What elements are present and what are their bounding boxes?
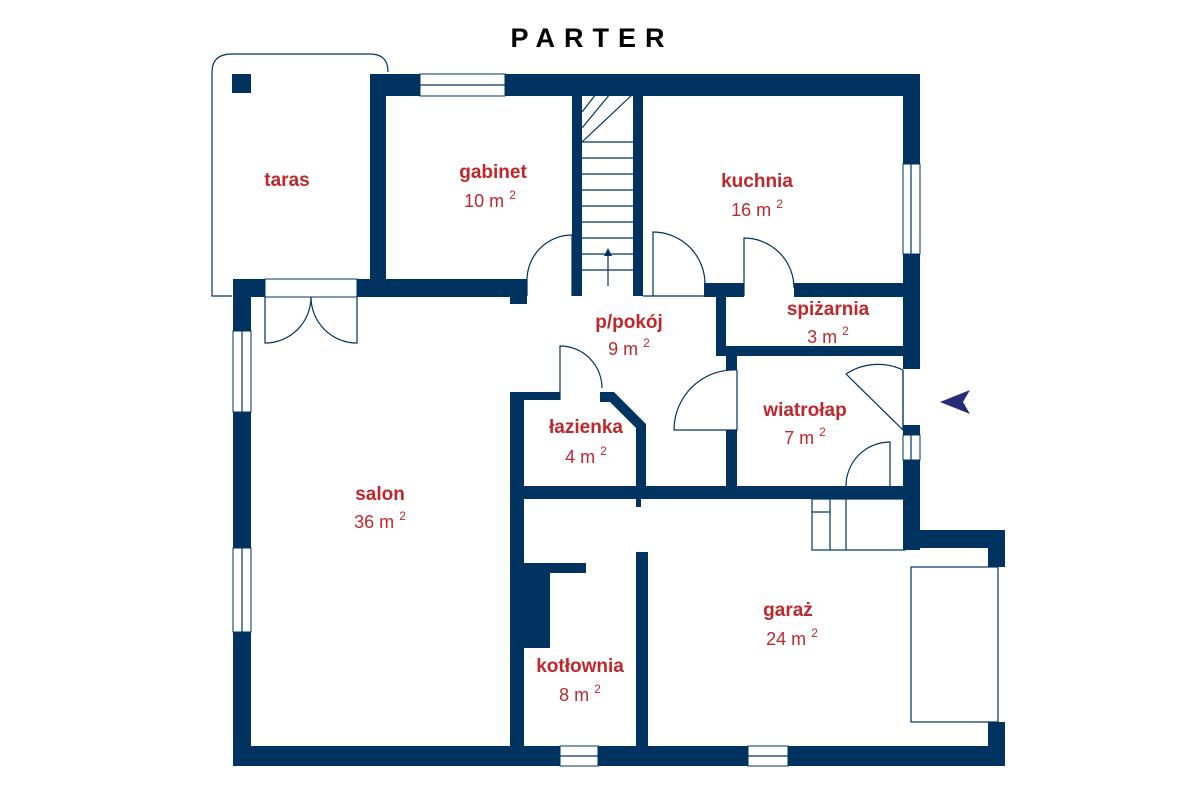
room-salon: salon 36 m 2 — [354, 484, 406, 532]
svg-text:10 m 2: 10 m 2 — [464, 188, 516, 211]
room-gabinet: gabinet 10 m 2 — [459, 162, 527, 211]
walls — [233, 74, 1005, 766]
stairs — [581, 93, 634, 286]
room-kuchnia: kuchnia 16 m 2 — [721, 171, 793, 220]
svg-text:kuchnia: kuchnia — [721, 171, 793, 192]
door-terrace — [264, 278, 358, 344]
svg-text:salon: salon — [355, 484, 405, 505]
room-garaz: garaż 24 m 2 — [763, 600, 818, 649]
svg-text:kotłownia: kotłownia — [536, 656, 624, 677]
terrace — [211, 53, 389, 297]
svg-text:wiatrołap: wiatrołap — [762, 400, 846, 421]
door-gabinet — [526, 234, 573, 296]
door-garaz-inner — [845, 441, 891, 487]
svg-text:garaż: garaż — [763, 600, 813, 621]
door-spizarnia — [743, 237, 795, 296]
svg-text:spiżarnia: spiżarnia — [787, 299, 870, 320]
entrance-arrow-icon — [940, 390, 970, 414]
room-wiatrolap: wiatrołap 7 m 2 — [762, 400, 846, 448]
room-taras: taras — [264, 170, 309, 191]
garage-gate — [910, 566, 999, 723]
svg-text:taras: taras — [264, 170, 309, 191]
terrace-pillar — [232, 74, 251, 93]
page-title: PARTER — [510, 23, 673, 53]
garage-steps — [811, 498, 906, 551]
svg-text:gabinet: gabinet — [459, 162, 527, 183]
svg-text:36 m 2: 36 m 2 — [354, 509, 406, 532]
svg-text:p/pokój: p/pokój — [595, 312, 663, 333]
svg-text:łazienka: łazienka — [549, 417, 623, 438]
door-lazienka — [559, 345, 603, 400]
svg-text:24 m 2: 24 m 2 — [766, 626, 818, 649]
room-przedpokoj: p/pokój 9 m 2 — [595, 312, 663, 359]
svg-text:16 m 2: 16 m 2 — [731, 197, 783, 220]
svg-text:9 m 2: 9 m 2 — [608, 336, 650, 359]
stairs-arrow-icon — [604, 248, 612, 286]
svg-text:4 m 2: 4 m 2 — [565, 444, 607, 467]
door-entrance — [845, 363, 904, 432]
doors — [264, 231, 999, 723]
interior-walls — [510, 94, 906, 746]
svg-text:7 m 2: 7 m 2 — [784, 425, 826, 448]
svg-text:3 m 2: 3 m 2 — [807, 324, 849, 347]
door-kuchnia — [652, 231, 706, 296]
room-spizarnia: spiżarnia 3 m 2 — [787, 299, 870, 347]
room-lazienka: łazienka 4 m 2 — [549, 417, 623, 467]
door-wiatrolap-inner — [673, 369, 738, 431]
windows — [232, 73, 921, 767]
svg-text:8 m 2: 8 m 2 — [559, 682, 601, 705]
room-kotlownia: kotłownia 8 m 2 — [536, 656, 624, 705]
